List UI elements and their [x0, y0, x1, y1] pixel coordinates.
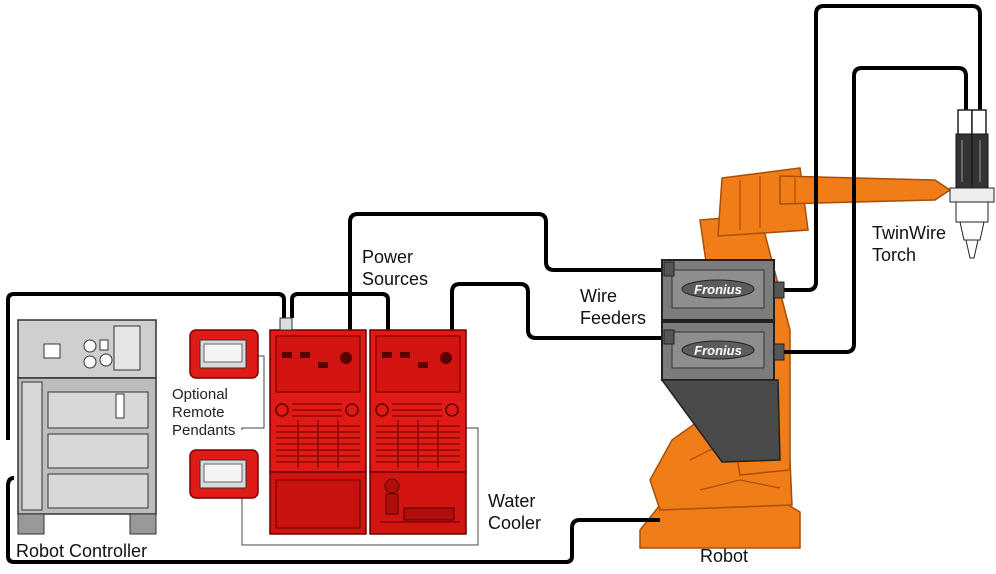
cable-power-source-2-to-feeder-2	[450, 282, 664, 340]
controller-display	[43, 343, 61, 359]
controller-drawer	[47, 433, 149, 469]
label-line: Remote	[172, 404, 225, 421]
label-optional-remote-pendants: Optional Remote Pendants	[172, 386, 235, 440]
pendant-cable-upper	[241, 355, 265, 430]
robot-controller	[17, 319, 157, 535]
cable-controller-to-power-source	[6, 292, 286, 440]
controller-drawer	[47, 473, 149, 509]
robot-upper-arm	[779, 175, 952, 205]
cable-controller-to-robot	[6, 476, 660, 564]
water-cooler	[369, 471, 467, 535]
label-line: Feeders	[580, 308, 647, 328]
label-line: Torch	[872, 245, 917, 265]
controller-knob	[83, 355, 97, 369]
remote-pendant-icon	[189, 329, 259, 379]
label-line: TwinWire	[872, 223, 947, 243]
wire-feeder-1: Fronius	[661, 259, 785, 321]
label-twinwire-torch: TwinWire Torch	[872, 222, 946, 266]
wire-feeder-mount	[660, 379, 781, 463]
feeder-brand-label: Fronius	[694, 282, 742, 297]
remote-pendant-icon	[189, 449, 259, 499]
twinwire-torch-icon	[949, 109, 995, 259]
power-source-2	[369, 329, 467, 473]
label-line: Optional	[172, 386, 228, 403]
wire-feeder-2: Fronius	[661, 321, 785, 381]
label-line: Power	[362, 247, 414, 267]
label-robot-controller: Robot Controller	[16, 541, 148, 561]
cable-power-sources-link	[290, 292, 390, 330]
label-line: Sources	[362, 269, 429, 289]
label-wire-feeders: Wire Feeders	[580, 285, 646, 329]
pendant-cable-lower	[241, 427, 479, 546]
controller-panel	[113, 325, 141, 371]
power-source-1	[269, 317, 367, 535]
label-line: Water	[488, 491, 536, 511]
controller-drawer	[47, 391, 149, 429]
controller-knob	[83, 339, 97, 353]
label-power-sources: Power Sources	[362, 246, 428, 290]
label-line: Cooler	[488, 513, 542, 533]
cable-power-source-1-to-feeder-1	[348, 212, 664, 330]
cable-feeder-2-to-torch	[784, 66, 968, 354]
label-line: Wire	[580, 286, 617, 306]
label-robot: Robot	[700, 546, 749, 566]
cable-feeder-1-to-torch	[784, 4, 982, 292]
feeder-brand-label: Fronius	[694, 343, 742, 358]
label-line: Pendants	[172, 422, 236, 439]
label-water-cooler: Water Cooler	[488, 490, 541, 534]
cables	[6, 4, 982, 564]
controller-knob	[99, 353, 113, 367]
